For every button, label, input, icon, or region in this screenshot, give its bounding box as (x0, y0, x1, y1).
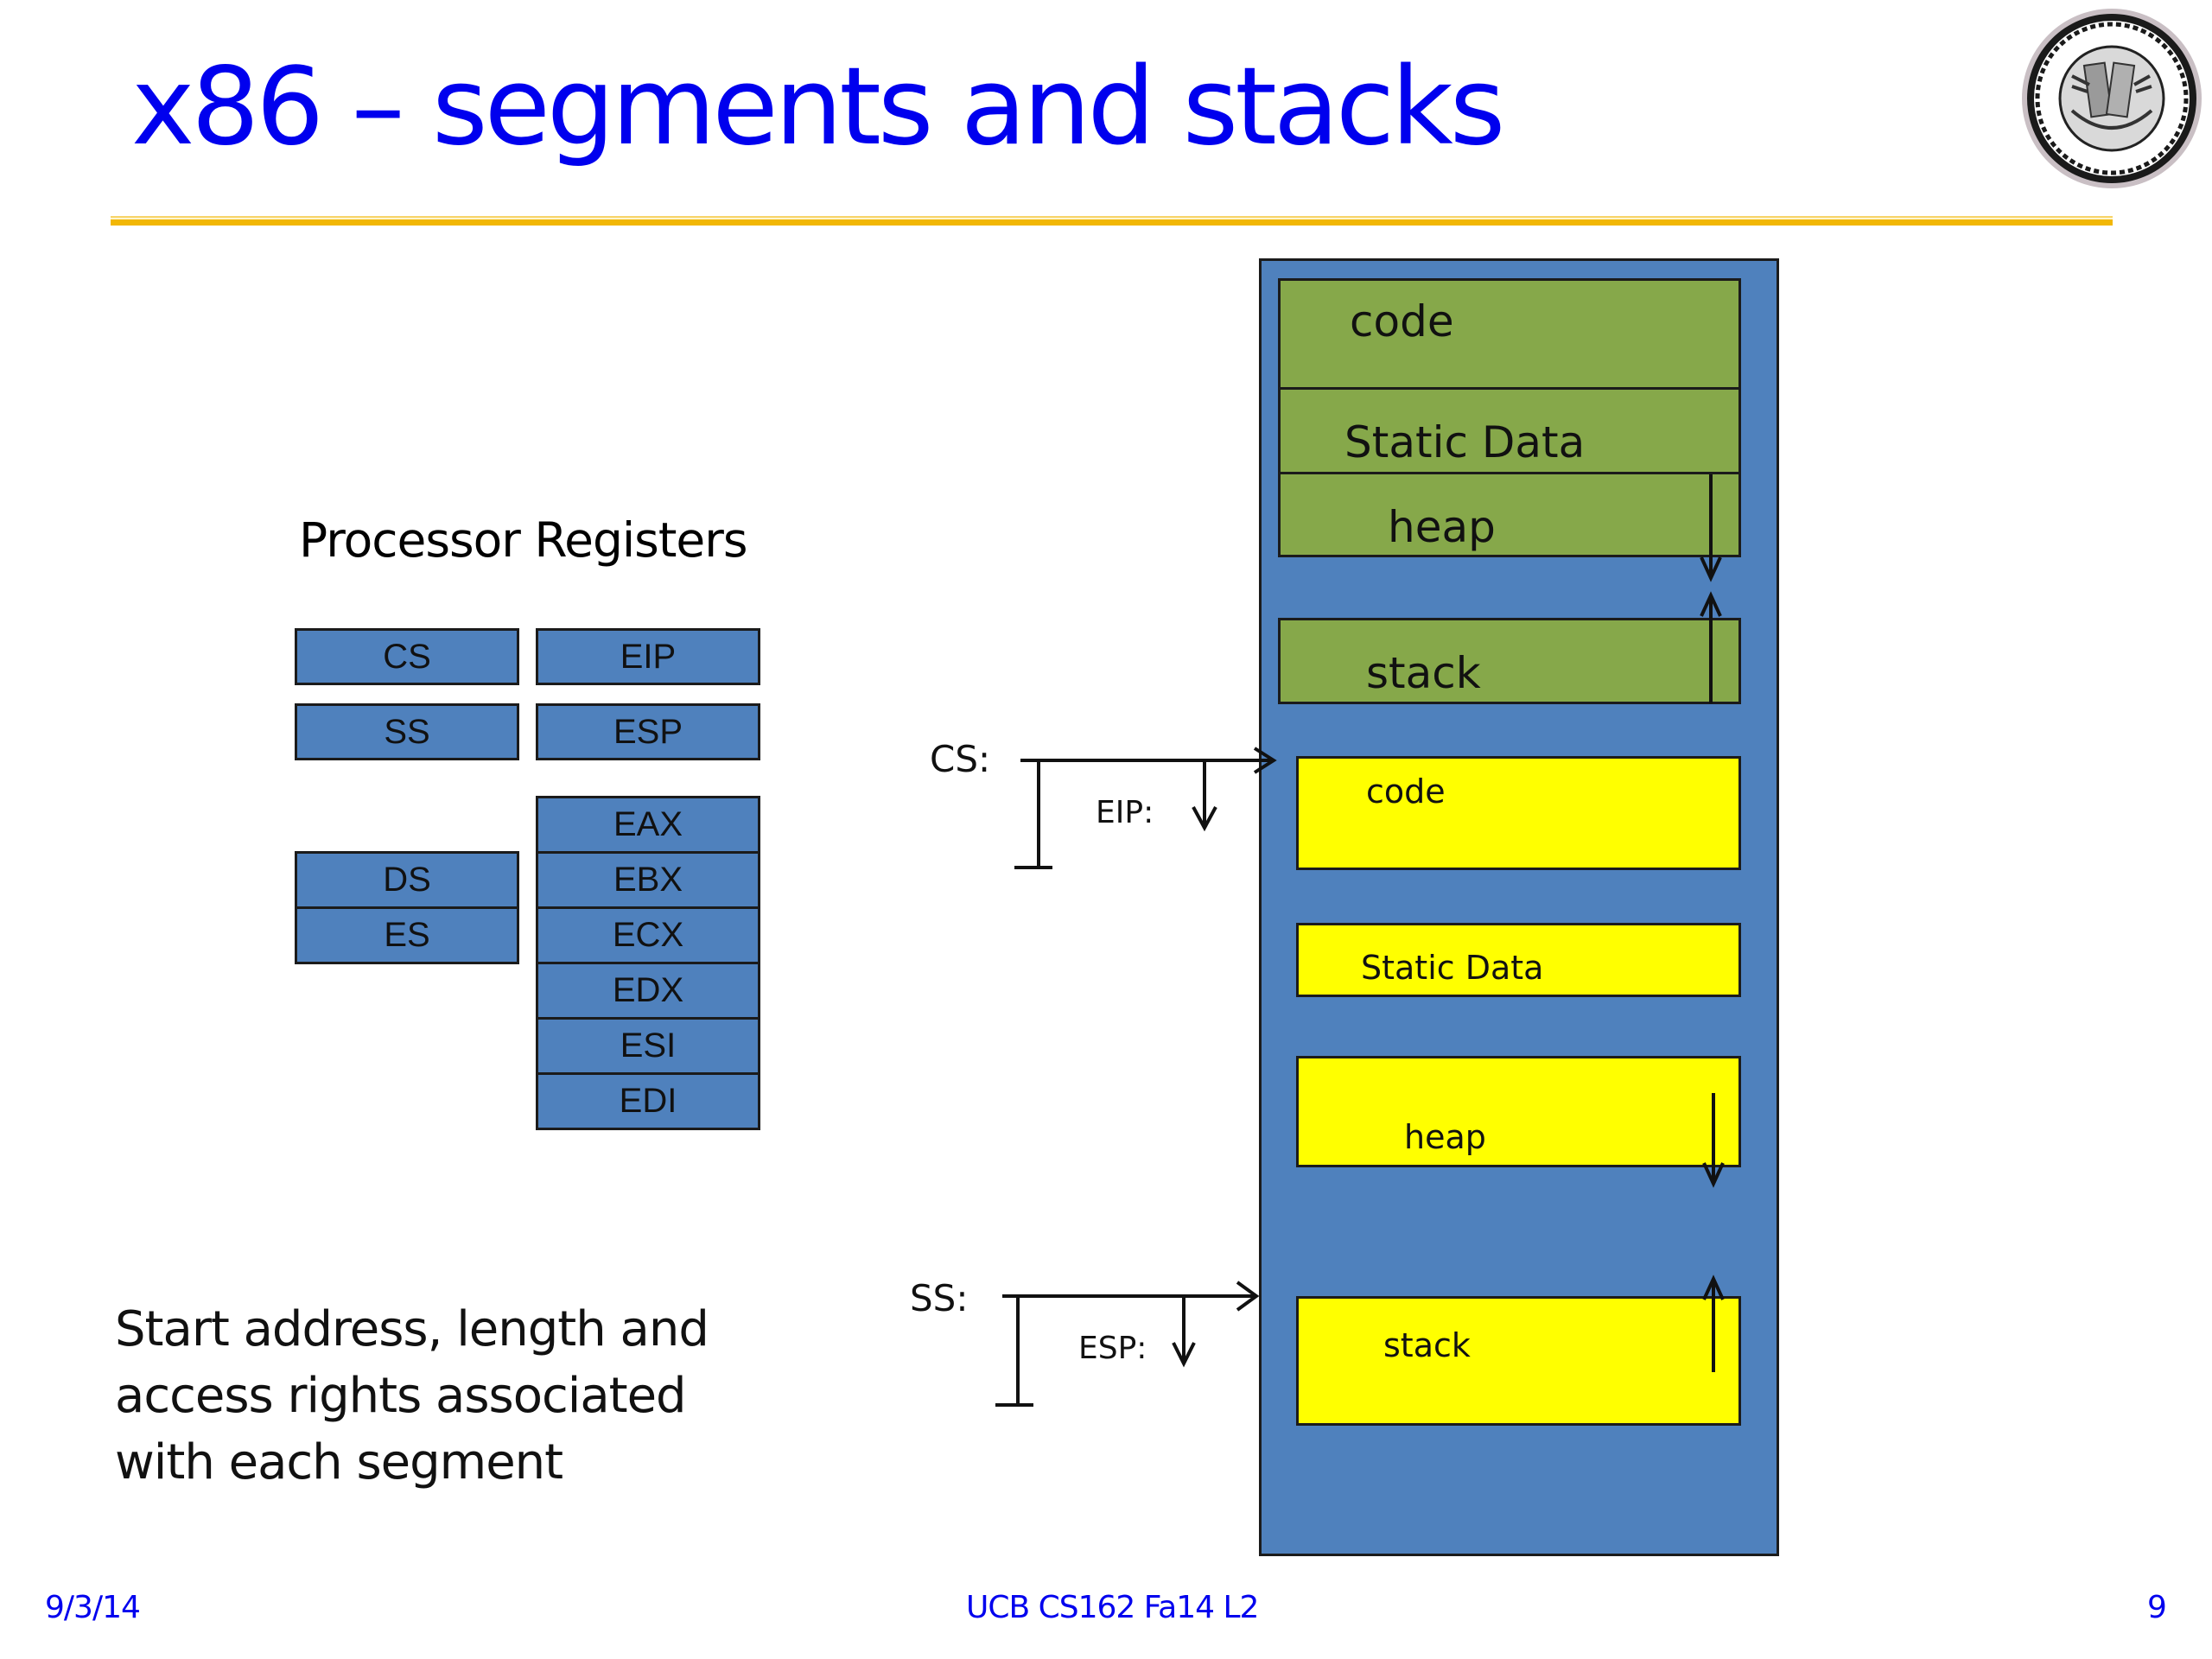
virtual-segment-static-data: Static Data (1278, 387, 1741, 474)
virtual-segment-heap: heap (1278, 472, 1741, 557)
register-ss: SS (295, 703, 519, 760)
title-underline (111, 216, 2113, 226)
register-eip: EIP (536, 628, 760, 685)
physical-segment-heap: heap (1296, 1056, 1741, 1167)
footer-date: 9/3/14 (45, 1590, 141, 1625)
eip-arrow-icon (1192, 760, 1217, 832)
register-ecx: ECX (536, 906, 760, 964)
register-esi: ESI (536, 1017, 760, 1075)
footer-page-number: 9 (2147, 1590, 2167, 1625)
processor-registers-heading: Processor Registers (299, 512, 747, 568)
physical-segment-stack: stack (1296, 1296, 1741, 1426)
physical-segment-static-data-label: Static Data (1361, 949, 1544, 987)
virtual-segment-stack-label: stack (1366, 648, 1481, 698)
register-edx: EDX (536, 962, 760, 1020)
note-line: Start address, length and (115, 1301, 709, 1357)
footer-course: UCB CS162 Fa14 L2 (966, 1590, 1259, 1625)
physical-segment-heap-label: heap (1404, 1118, 1486, 1156)
note-line: access rights associated (115, 1368, 687, 1424)
register-eax: EAX (536, 796, 760, 854)
register-cs: CS (295, 628, 519, 685)
register-esp: ESP (536, 703, 760, 760)
virtual-segment-heap-label: heap (1388, 502, 1496, 552)
eip-pointer-label: EIP: (1096, 795, 1154, 830)
physical-segment-code-label: code (1366, 772, 1446, 810)
note-line: with each segment (115, 1434, 563, 1491)
virtual-segment-stack: stack (1278, 618, 1741, 704)
physical-segment-stack-label: stack (1383, 1326, 1471, 1364)
physical-segment-code: code (1296, 756, 1741, 870)
register-ds: DS (295, 851, 519, 909)
cs-pointer-label: CS: (930, 738, 991, 780)
esp-pointer-label: ESP: (1078, 1331, 1147, 1366)
ss-pointer-label: SS: (910, 1277, 969, 1319)
slide-title: x86 – segments and stacks (131, 45, 1505, 169)
virtual-segment-static-data-label: Static Data (1344, 417, 1586, 467)
register-ebx: EBX (536, 851, 760, 909)
esp-arrow-icon (1172, 1296, 1196, 1368)
register-edi: EDI (536, 1072, 760, 1130)
university-seal-icon (2022, 9, 2202, 188)
virtual-segment-code-label: code (1350, 296, 1454, 346)
segment-description-note: Start address, length and access rights … (115, 1296, 709, 1496)
virtual-segment-code: code (1278, 278, 1741, 390)
physical-segment-static-data: Static Data (1296, 923, 1741, 997)
register-es: ES (295, 906, 519, 964)
